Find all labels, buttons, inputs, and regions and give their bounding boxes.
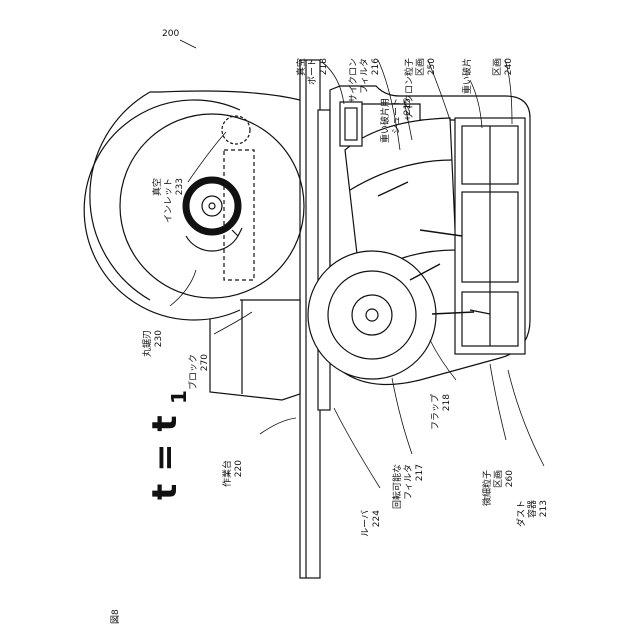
label-text: 真空 xyxy=(295,58,307,76)
figure-label: 図8 xyxy=(110,609,121,624)
label-text: 回転可能な xyxy=(391,464,403,509)
rotary-filter xyxy=(308,251,436,379)
label-number: 240 xyxy=(504,58,514,75)
label-text: ルーバ xyxy=(360,510,371,537)
label-text: フィルタ xyxy=(359,58,370,94)
svg-text:t = t: t = t xyxy=(145,415,185,500)
label-number: 220 xyxy=(234,460,244,477)
label-text: 丸鋸刃 xyxy=(141,330,153,357)
label-text: 区画 xyxy=(492,58,503,76)
svg-text:図8: 図8 xyxy=(110,609,121,624)
dust-container xyxy=(455,118,525,354)
svg-text:200: 200 xyxy=(162,29,179,39)
label-text: ダスト xyxy=(515,500,527,527)
ref-200: 200 xyxy=(162,29,179,39)
label-fine-particle-zone: 微細粒子区画260 xyxy=(481,470,515,506)
label-text: 区画 xyxy=(415,58,426,76)
label-number: 216 xyxy=(371,58,381,75)
label-number: 213 xyxy=(539,500,549,517)
time-label: t = t 1 xyxy=(145,390,191,500)
label-text: 重い破片用 xyxy=(379,98,391,143)
label-number: 270 xyxy=(200,354,210,371)
label-number: 224 xyxy=(372,510,382,527)
label-zone-240: 区画240 xyxy=(492,58,514,76)
circular-blade xyxy=(84,100,304,320)
label-text: 重い破片 xyxy=(461,58,473,94)
label-number: 250 xyxy=(427,58,437,75)
label-text: サイクロン xyxy=(348,58,359,103)
label-louver: ルーバ224 xyxy=(360,510,382,537)
label-rotary-filter: 回転可能なフィルタ217 xyxy=(391,464,425,509)
label-text: 微細粒子 xyxy=(481,470,493,506)
louver xyxy=(318,110,330,410)
label-dust-container: ダスト容器213 xyxy=(515,500,549,527)
vacuum-port xyxy=(340,102,362,146)
label-text: フラップ xyxy=(430,394,441,430)
label-work-table: 作業台220 xyxy=(221,460,244,487)
label-text: インレット xyxy=(164,178,174,223)
label-text: 真空 xyxy=(151,178,163,196)
label-number: 230 xyxy=(154,330,164,347)
label-text: ポート xyxy=(307,58,318,85)
label-number: 218 xyxy=(442,394,452,411)
label-heavy-fragment: 重い破片 xyxy=(461,58,473,94)
label-number: 217 xyxy=(415,464,425,481)
label-block: ブロック270 xyxy=(187,354,210,390)
label-text: 容器 xyxy=(526,500,538,518)
label-number: 215 xyxy=(403,98,413,115)
label-text: シュート xyxy=(392,98,402,134)
label-circular-blade: 丸鋸刃230 xyxy=(141,330,164,357)
label-text: ブロック xyxy=(187,354,199,390)
label-text: 作業台 xyxy=(221,460,233,487)
label-number: 260 xyxy=(505,470,515,487)
svg-text:1: 1 xyxy=(167,390,191,404)
label-number: 233 xyxy=(175,178,185,195)
label-text: フィルタ xyxy=(403,464,414,500)
label-text: 区画 xyxy=(493,470,504,488)
label-flap: フラップ218 xyxy=(430,394,452,430)
label-number: 218 xyxy=(319,58,329,75)
